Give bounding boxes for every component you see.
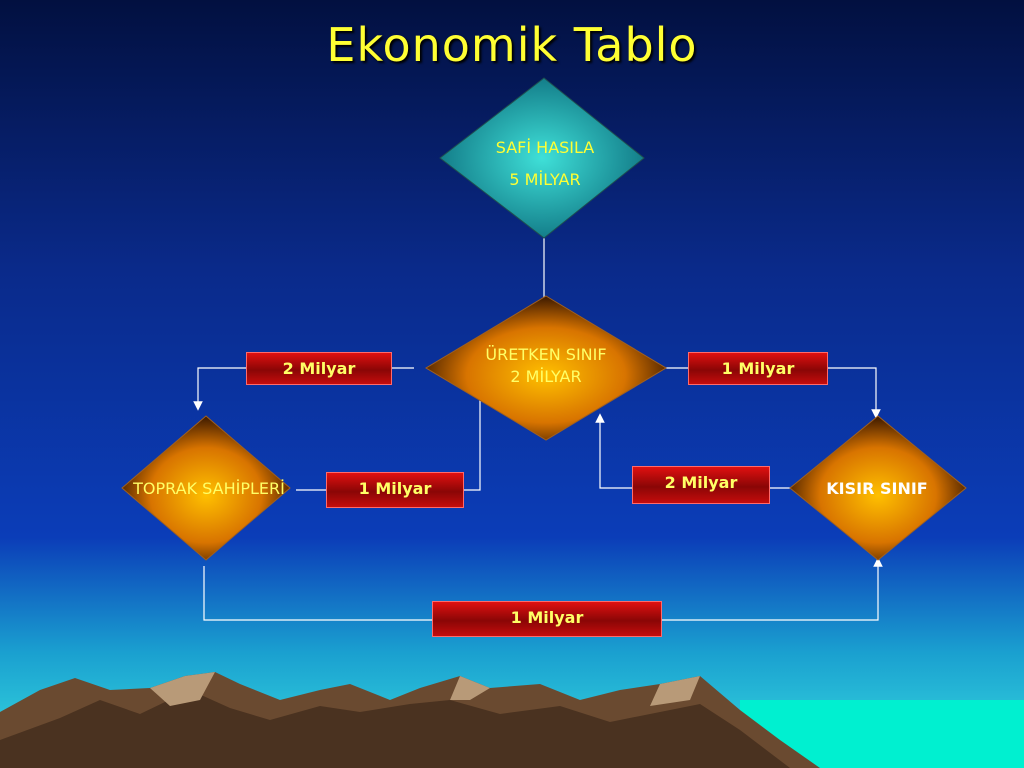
kisir-sinif-label: KISIR SINIF <box>826 479 928 498</box>
uretken-sinif-text: ÜRETKEN SINIF 2 MİLYAR <box>446 344 646 388</box>
uretken-sinif-diamond <box>425 295 667 441</box>
safi-hasila-label: SAFİ HASILA <box>495 138 595 157</box>
flow-uretken-toprak-box: 2 Milyar <box>246 352 392 385</box>
mountains <box>0 672 820 768</box>
safi-hasila-value: 5 MİLYAR <box>509 170 581 189</box>
flow-toprak-uretken-box: 1 Milyar <box>326 472 464 508</box>
uretken-sinif-label: ÜRETKEN SINIF <box>485 345 607 364</box>
flow-toprak-kisir-box: 1 Milyar <box>432 601 662 637</box>
toprak-sahipleri-label: TOPRAK SAHİPLERİ <box>133 479 285 498</box>
kisir-sinif-diamond <box>789 415 967 561</box>
flow-uretken-kisir-box: 1 Milyar <box>688 352 828 385</box>
uretken-sinif-value: 2 MİLYAR <box>510 367 582 386</box>
safi-hasila-text: SAFİ HASILA 5 MİLYAR <box>460 132 630 196</box>
safi-hasila-diamond <box>439 77 645 239</box>
toprak-sahipleri-diamond <box>121 415 291 561</box>
slide-title: Ekonomik Tablo <box>326 18 698 72</box>
flow-kisir-uretken-box: 2 Milyar <box>632 466 770 504</box>
